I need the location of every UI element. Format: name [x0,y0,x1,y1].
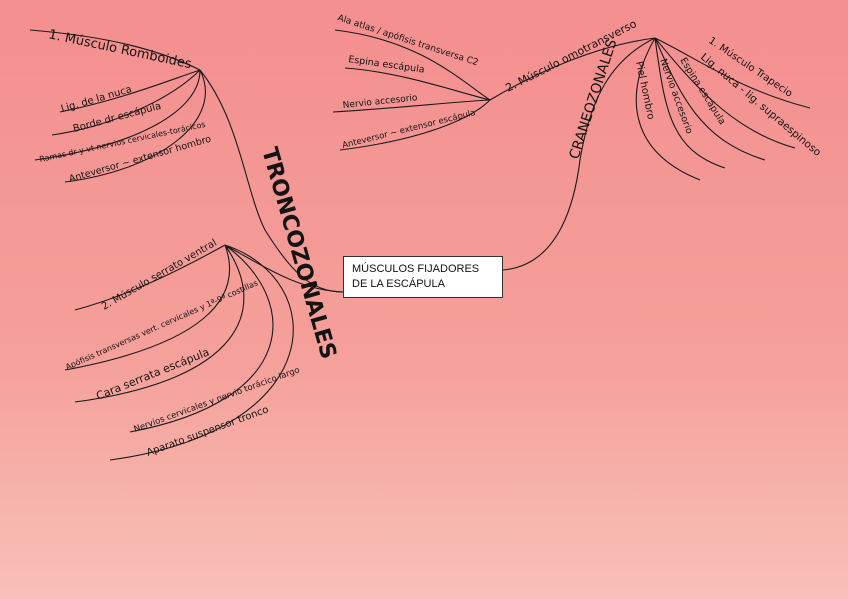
central-topic-box: MÚSCULOS FIJADORES DE LA ESCÁPULA [343,256,503,298]
serrato-item-2: Cara serrata escápula [94,345,211,402]
trapecio-item-3-line [654,37,726,169]
omotransverso-item-4: Anteversor ~ extensor escápula [341,108,476,151]
omotransverso-item-2-line [344,67,491,101]
omotransverso-item-1-line [334,29,491,101]
troncozonales-trunk [199,69,344,293]
central-topic-line-2: DE LA ESCÁPULA [352,278,445,290]
omotransverso-title: 2. Músculo omotransverso [503,17,639,95]
romboides-line [29,29,201,71]
serrato-item-1-line [64,244,230,371]
romboides-title: 1. Músculo Romboides [47,27,193,72]
romboides-item-3-line [34,69,201,161]
omotransverso-item-2: Espina escápula [348,54,426,76]
troncozonales-label: TRONCOZONALES [256,145,340,362]
trapecio-item-1-line [654,37,796,149]
troncozonales-trunk-lower [224,244,344,293]
romboides-item-1-line [59,69,201,113]
omotransverso-item-3-line [332,99,491,113]
omotransverso-line [489,37,656,101]
serrato-line [74,244,226,311]
romboides-item-2-line [51,69,201,136]
trapecio-line [654,37,811,109]
trapecio-item-2-line [654,37,766,161]
omotransverso-item-4-line [339,99,491,151]
craneozonales-trunk [502,37,656,271]
serrato-title: 2. Músculo serrato ventral [100,237,219,313]
serrato-item-1: Apófisis transversas vert. cervicales y … [64,277,259,371]
central-topic-line-1: MÚSCULOS FIJADORES [352,263,480,275]
serrato-item-2-line [74,244,245,403]
romboides-item-4-line [64,69,206,183]
serrato-item-4-line [109,244,294,461]
serrato-item-4: Aparato suspensor tronco [145,404,270,458]
piel-line [635,37,701,181]
serrato-item-3-line [129,244,274,433]
